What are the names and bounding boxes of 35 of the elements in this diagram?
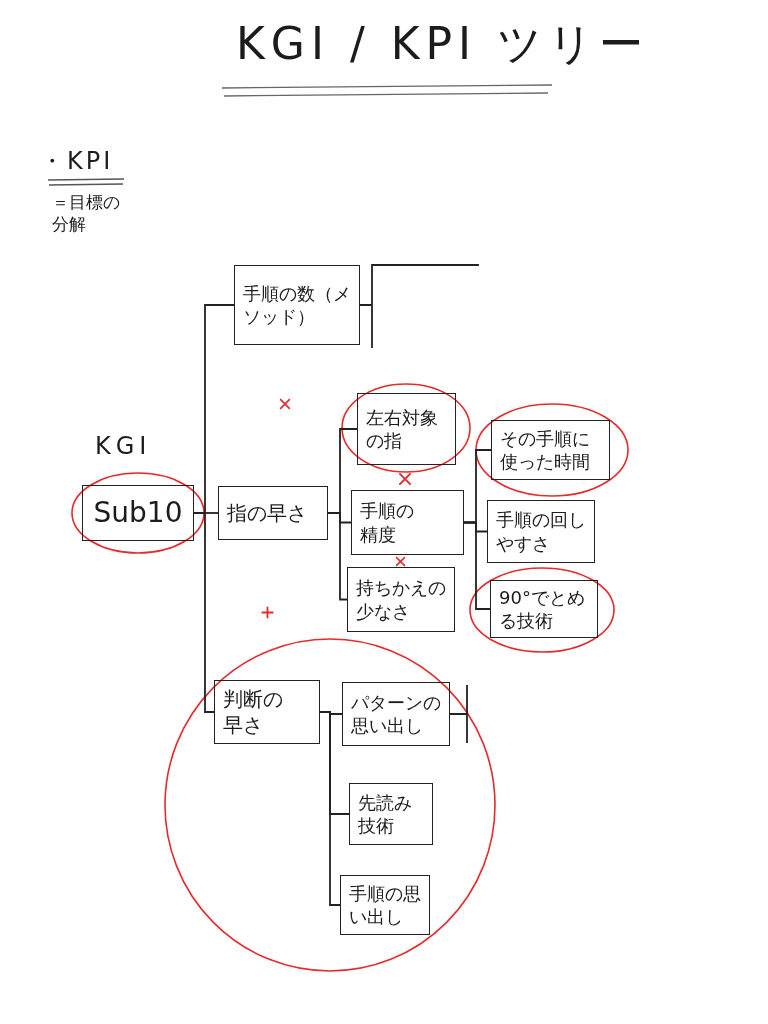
tree-node-box [491, 420, 610, 480]
tree-node-box [351, 490, 464, 555]
tree-connector [359, 264, 479, 348]
tree-node-box [487, 500, 595, 563]
node-label: その手順に使った時間 [500, 426, 590, 474]
node-label: 手順の思い出し [349, 881, 421, 929]
node-label: 指の早さ [227, 500, 307, 526]
tree-node-box [490, 580, 598, 638]
tree-node-box [357, 393, 456, 465]
page-title: KGI / KPI ツリー [236, 18, 650, 71]
tree-node-box [218, 486, 328, 540]
tree-node-box [340, 875, 430, 935]
node-label: 手順の数（メソッド） [243, 281, 351, 329]
node-label: 持ちかえの少なさ [356, 576, 446, 623]
tree-connector [463, 521, 491, 610]
tree-connector [327, 512, 348, 601]
tree-node-box [342, 682, 450, 746]
tree-node-box [214, 680, 320, 744]
node-label: パターンの思い出し [351, 690, 441, 738]
node-label: 90°でとめる技術 [499, 585, 586, 633]
node-label: 左右対象の指 [366, 405, 438, 453]
node-label: Sub10 [93, 494, 183, 531]
node-heading: KGI [95, 432, 152, 461]
node-label: 手順の回しやすさ [496, 508, 586, 555]
note-text: ＝目標の分解 [52, 191, 121, 236]
note-heading: ・KPI [40, 146, 114, 177]
tree-node-box [349, 783, 433, 845]
node-label: 手順の精度 [360, 499, 414, 546]
tree-connector [319, 711, 341, 906]
tree-node-box [234, 265, 360, 345]
tree-connector [193, 512, 215, 713]
tree-connector [449, 685, 468, 743]
tree-node-box [347, 567, 455, 632]
node-label: 判断の早さ [223, 686, 283, 738]
node-label: 先読み技術 [358, 790, 412, 838]
